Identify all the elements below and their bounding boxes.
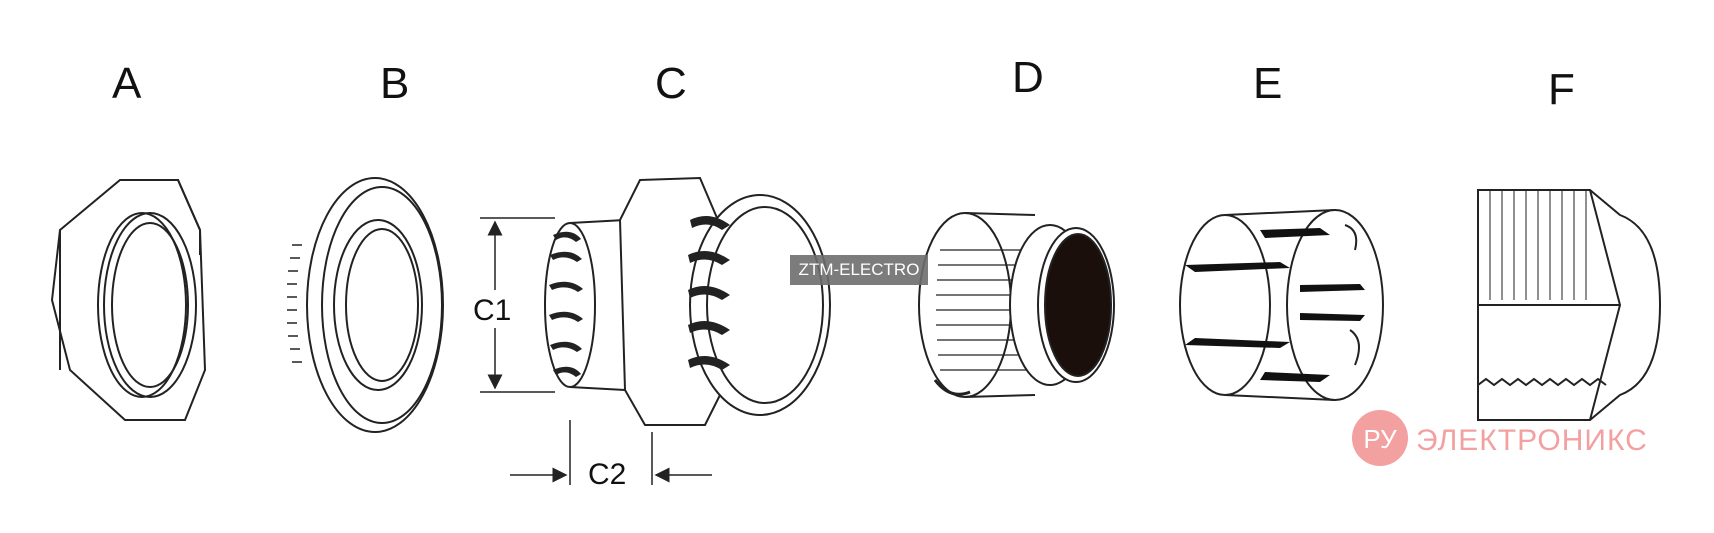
part-label-d: D	[1012, 53, 1044, 102]
part-label-a: A	[112, 59, 142, 108]
watermark-logo: РУ ЭЛЕКТРОНИКС	[1352, 410, 1648, 466]
part-d-seal-insert	[918, 212, 1115, 398]
part-label-f: F	[1548, 65, 1575, 114]
dimension-label-c2: C2	[588, 458, 626, 491]
logo-circle-icon	[1352, 410, 1408, 466]
part-label-e: E	[1253, 59, 1282, 108]
part-label-b: B	[380, 59, 409, 108]
logo-brand-text: ЭЛЕКТРОНИКС	[1416, 424, 1648, 457]
dimension-label-c1: C1	[473, 294, 511, 327]
part-c-gland-body	[480, 176, 831, 485]
part-f-dome-cap-nut	[1477, 189, 1662, 421]
part-a-lock-nut	[50, 179, 207, 421]
logo-mark-text: РУ	[1363, 424, 1397, 454]
part-b-sealing-washer	[287, 177, 444, 433]
part-e-clamping-cage	[1179, 209, 1384, 401]
part-label-c: C	[655, 59, 687, 108]
source-watermark: ZTM-ELECTRO	[790, 255, 928, 285]
